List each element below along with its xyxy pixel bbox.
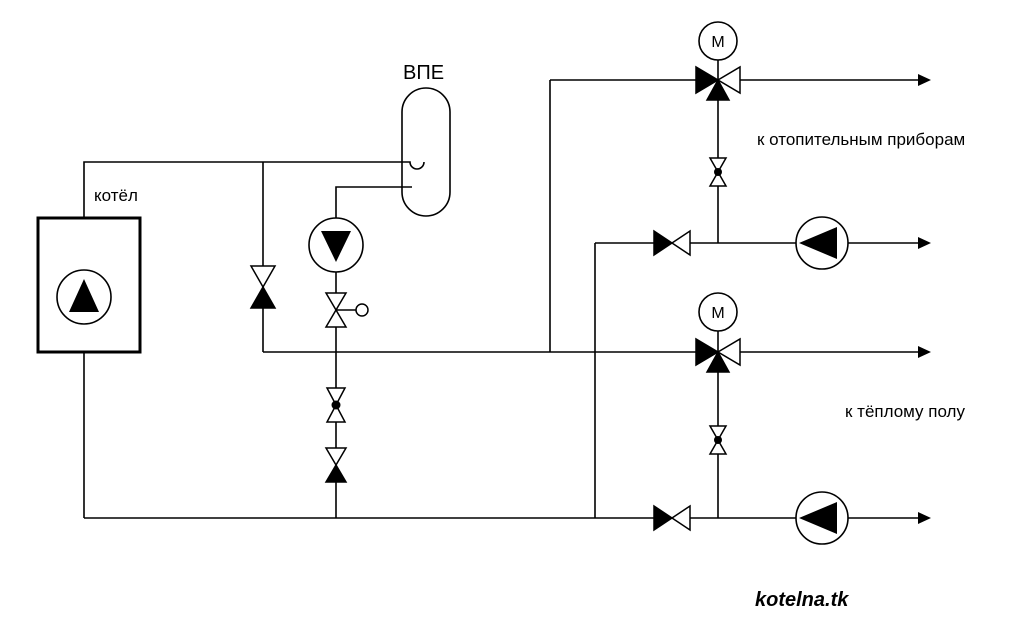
balance-valve-floor-bottom bbox=[708, 438, 728, 455]
balance-valve-mixing-dot bbox=[331, 400, 341, 410]
check-valve-mixing-bottom bbox=[324, 463, 348, 483]
pump-floor-triangle-icon bbox=[799, 502, 837, 534]
threeway2-right-triangle bbox=[716, 337, 741, 367]
check-valve-radiator-return-icon bbox=[653, 229, 691, 257]
arrow-radiator-return-icon bbox=[918, 237, 931, 249]
check-valve-branch-bottom bbox=[249, 285, 277, 309]
check-valve-rad-left bbox=[653, 229, 674, 257]
to-radiators-label: к отопительным приборам bbox=[757, 130, 965, 149]
balance-valve-radiators-bottom bbox=[708, 170, 728, 187]
pump-radiators-triangle-icon bbox=[799, 227, 837, 259]
expansion-vessel bbox=[401, 87, 451, 217]
check-valve-branch-icon bbox=[249, 265, 277, 309]
control-valve-bottom bbox=[324, 308, 348, 328]
threeway-valve-floor-icon: M bbox=[695, 292, 741, 373]
check-valve-branch-top bbox=[249, 265, 277, 289]
arrow-radiator-supply-icon bbox=[918, 74, 931, 86]
pipes bbox=[83, 60, 918, 519]
boiler-pump-triangle-up-icon bbox=[69, 279, 99, 312]
threeway2-bottom-triangle bbox=[705, 350, 731, 373]
to-floor-label: к тёплому полу bbox=[845, 402, 965, 421]
balance-valve-radiators-top bbox=[708, 157, 728, 174]
check-valve-rad-right bbox=[670, 229, 691, 257]
threeway1-bottom-triangle bbox=[705, 78, 731, 101]
pump-floor-icon bbox=[795, 491, 849, 545]
arrow-floor-return-icon bbox=[918, 512, 931, 524]
pipe-boiler-supply bbox=[83, 161, 425, 218]
boiler-label: котёл bbox=[94, 186, 138, 205]
check-valve-floor-right bbox=[670, 504, 691, 532]
balance-valve-floor-top bbox=[708, 425, 728, 442]
check-valve-floor-return-icon bbox=[653, 504, 691, 532]
balance-valve-radiators-dot bbox=[714, 168, 722, 176]
arrow-floor-supply-icon bbox=[918, 346, 931, 358]
control-valve-handwheel-icon bbox=[355, 303, 369, 317]
threeway-valve-radiators-icon: M bbox=[695, 21, 741, 101]
motor-actuator-1-icon bbox=[698, 21, 738, 61]
boiler-pump-icon bbox=[56, 269, 112, 325]
threeway2-left-triangle bbox=[695, 337, 720, 367]
control-valve-top bbox=[324, 292, 348, 312]
balance-valve-mixing-bottom bbox=[325, 403, 347, 423]
motor-2-label: M bbox=[711, 305, 724, 322]
threeway1-left-triangle bbox=[695, 65, 720, 95]
pump-radiators-icon bbox=[795, 216, 849, 270]
pump-mixing-icon bbox=[308, 217, 364, 273]
balance-valve-floor-icon bbox=[708, 425, 728, 455]
check-valve-mixing-top bbox=[324, 447, 348, 467]
motor-actuator-2-icon bbox=[698, 292, 738, 332]
pipe-pump-suction bbox=[335, 186, 412, 218]
vessel-label: ВПЕ bbox=[403, 62, 444, 84]
threeway1-right-triangle bbox=[716, 65, 741, 95]
pump-mixing-triangle-down-icon bbox=[321, 231, 351, 262]
flow-arrows bbox=[918, 74, 931, 524]
watermark-label: kotelna.tk bbox=[755, 589, 849, 611]
check-valve-mixing-icon bbox=[324, 447, 348, 483]
motor-1-label: M bbox=[711, 34, 724, 51]
check-valve-floor-left bbox=[653, 504, 674, 532]
control-valve-icon bbox=[324, 292, 369, 328]
balance-valve-mixing-icon bbox=[325, 387, 347, 423]
balance-valve-mixing-top bbox=[325, 387, 347, 407]
balance-valve-floor-dot bbox=[714, 436, 722, 444]
balance-valve-radiators-icon bbox=[708, 157, 728, 187]
